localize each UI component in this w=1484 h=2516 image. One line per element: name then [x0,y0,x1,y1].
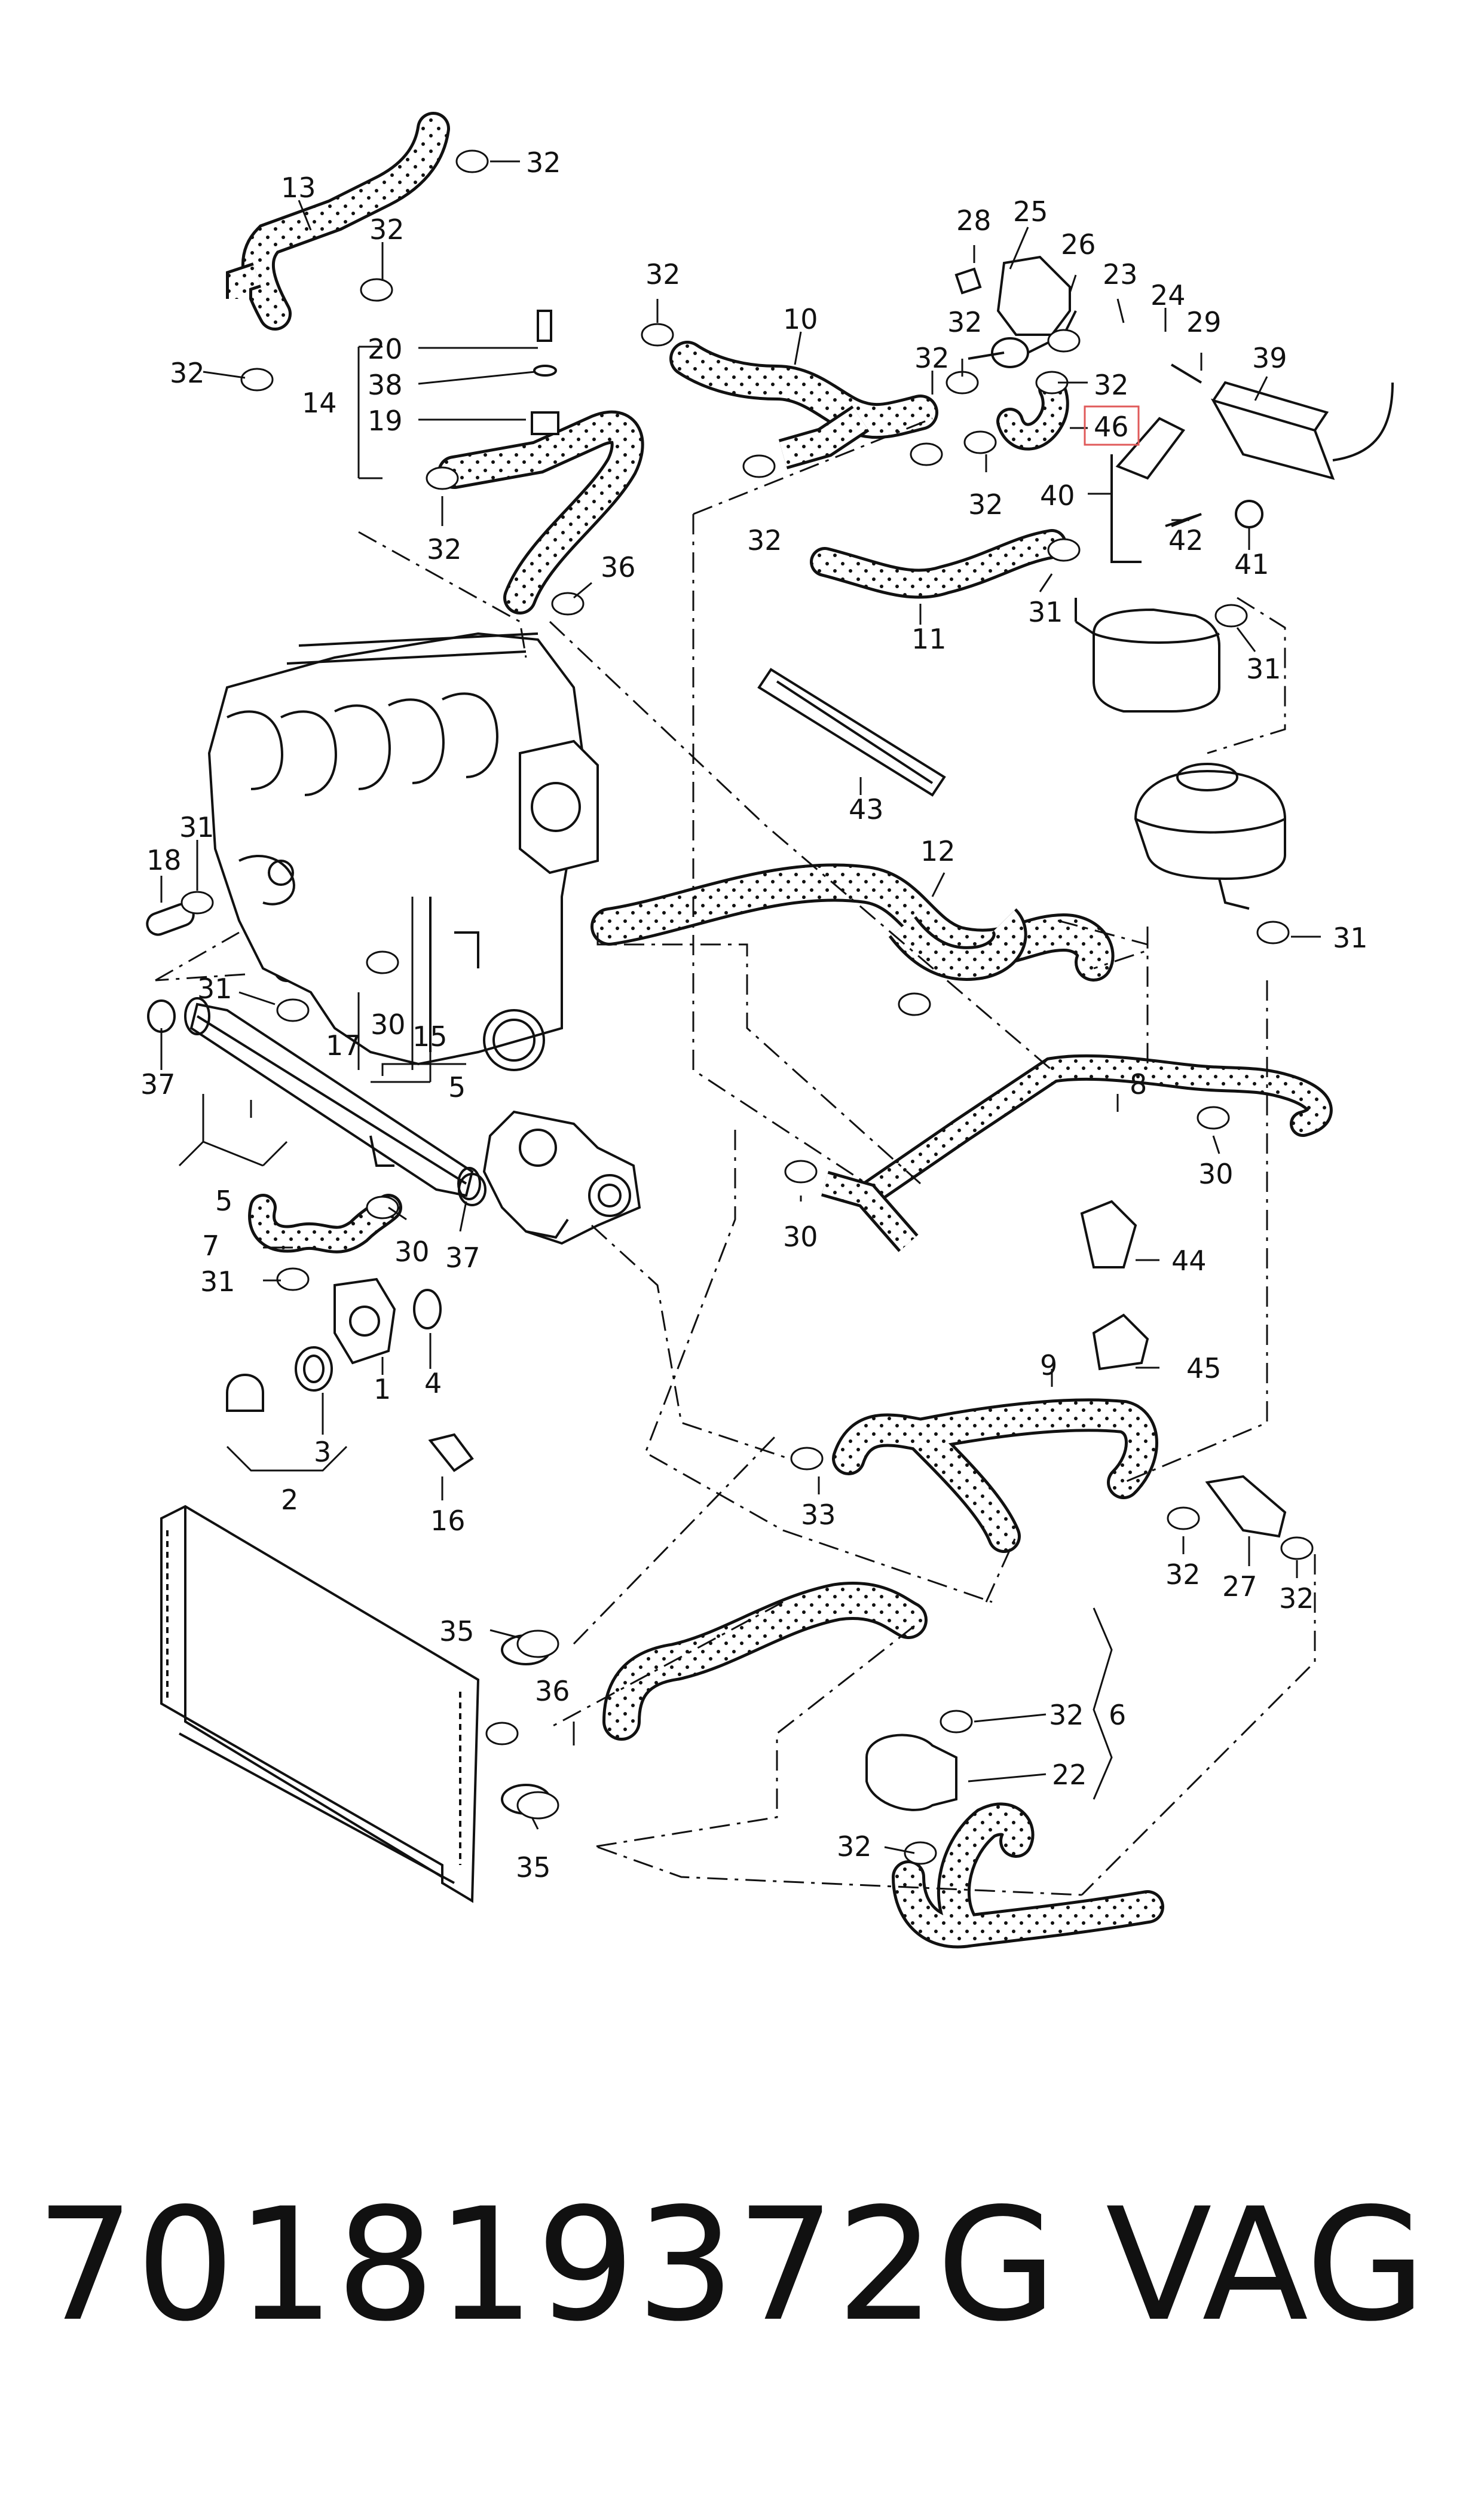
callout-36[interactable]: 36 [601,551,636,583]
callout-32[interactable]: 32 [1049,1699,1084,1731]
callout-24[interactable]: 24 [1151,279,1186,311]
callout-27[interactable]: 27 [1222,1570,1257,1603]
callout-35[interactable]: 35 [516,1851,551,1884]
radiator[interactable] [160,1505,551,1903]
callout-35[interactable]: 35 [439,1615,475,1647]
callout-32[interactable]: 32 [1094,369,1129,401]
callout-11[interactable]: 11 [911,623,947,655]
callout-32[interactable]: 32 [369,213,405,246]
engine-block [207,632,599,1071]
callout-32[interactable]: 32 [947,306,983,338]
callout-32[interactable]: 32 [170,357,205,389]
callout-31[interactable]: 31 [179,811,215,843]
leader-lines [160,160,1321,1854]
callout-43[interactable]: 43 [849,793,884,826]
callout-42[interactable]: 42 [1168,524,1204,557]
callout-31[interactable]: 31 [1028,596,1063,628]
coolant-system-exploded-diagram: 13 32 32 32 20 38 14 19 32 36 32 10 32 3… [140,112,1394,1949]
callout-32[interactable]: 32 [645,258,681,291]
routing-lines [155,417,1316,1896]
callout-31[interactable]: 31 [1333,922,1368,954]
highlight-box-46 [1084,405,1140,446]
callout-38[interactable]: 38 [368,369,403,401]
callout-10[interactable]: 10 [783,303,818,335]
thermostat-housing[interactable] [482,1110,641,1245]
callout-32[interactable]: 32 [1165,1558,1201,1591]
footer: 701819372G VAG [0,2188,1484,2439]
callout-18[interactable]: 18 [146,844,182,876]
callout-23[interactable]: 23 [1103,258,1138,291]
heater-valve-assembly[interactable] [968,255,1394,563]
callout-37[interactable]: 37 [445,1242,481,1274]
brand-name: VAG [1106,2175,1426,2356]
callout-36[interactable]: 36 [535,1675,570,1707]
part-number: 701819372G [36,2175,1058,2356]
callout-37[interactable]: 37 [140,1068,176,1100]
coolant-pipe[interactable] [184,997,481,1200]
callout-32[interactable]: 32 [1279,1582,1314,1615]
callout-33[interactable]: 33 [801,1499,836,1531]
callout-30[interactable]: 30 [1198,1158,1234,1190]
callout-22[interactable]: 22 [1052,1759,1087,1791]
callout-20[interactable]: 20 [368,333,403,365]
callout-15[interactable]: 15 [412,1020,448,1053]
callout-39[interactable]: 39 [1252,342,1287,374]
small-parts [146,267,1287,1811]
callout-32[interactable]: 32 [747,524,782,557]
callout-31[interactable]: 31 [197,973,232,1005]
callout-6[interactable]: 6 [1109,1699,1126,1731]
callout-32[interactable]: 32 [526,146,561,179]
callout-32[interactable]: 32 [914,342,950,374]
callout-28[interactable]: 28 [956,204,992,237]
callout-1[interactable]: 1 [374,1373,391,1405]
callout-13[interactable]: 13 [281,172,316,204]
callout-31[interactable]: 31 [200,1265,235,1298]
callout-16[interactable]: 16 [430,1505,466,1537]
callout-5[interactable]: 5 [448,1071,466,1103]
callout-30[interactable]: 30 [371,1008,406,1041]
callout-17[interactable]: 17 [326,1029,361,1062]
clamps [180,149,1314,1865]
callout-14[interactable]: 14 [302,387,337,419]
expansion-tank[interactable] [1134,763,1286,910]
callout-9[interactable]: 9 [1040,1349,1057,1381]
callout-4[interactable]: 4 [424,1367,442,1399]
callout-32[interactable]: 32 [968,488,1003,521]
callout-12[interactable]: 12 [920,835,956,867]
callout-19[interactable]: 19 [368,405,403,437]
callout-7[interactable]: 7 [202,1230,219,1262]
callout-3[interactable]: 3 [314,1436,331,1468]
callout-32[interactable]: 32 [427,533,462,565]
callout-26[interactable]: 26 [1061,228,1096,261]
callout-5[interactable]: 5 [215,1185,232,1217]
oil-cooler[interactable] [1075,598,1220,713]
callout-numbers: 13 32 32 32 20 38 14 19 32 36 32 10 32 3… [140,146,1368,1884]
callout-41[interactable]: 41 [1234,548,1269,580]
callout-30[interactable]: 30 [783,1221,818,1253]
callout-32[interactable]: 32 [837,1830,872,1863]
callout-25[interactable]: 25 [1013,195,1048,228]
callout-45[interactable]: 45 [1186,1352,1222,1384]
callout-40[interactable]: 40 [1040,479,1075,512]
callout-31[interactable]: 31 [1246,653,1281,685]
callout-46[interactable]: 46 [1094,411,1129,443]
callout-44[interactable]: 44 [1171,1245,1207,1277]
callout-30[interactable]: 30 [394,1236,430,1268]
callout-29[interactable]: 29 [1186,306,1222,338]
throttle-body [519,739,599,875]
callout-8[interactable]: 8 [1130,1068,1147,1100]
callout-2[interactable]: 2 [281,1484,298,1516]
